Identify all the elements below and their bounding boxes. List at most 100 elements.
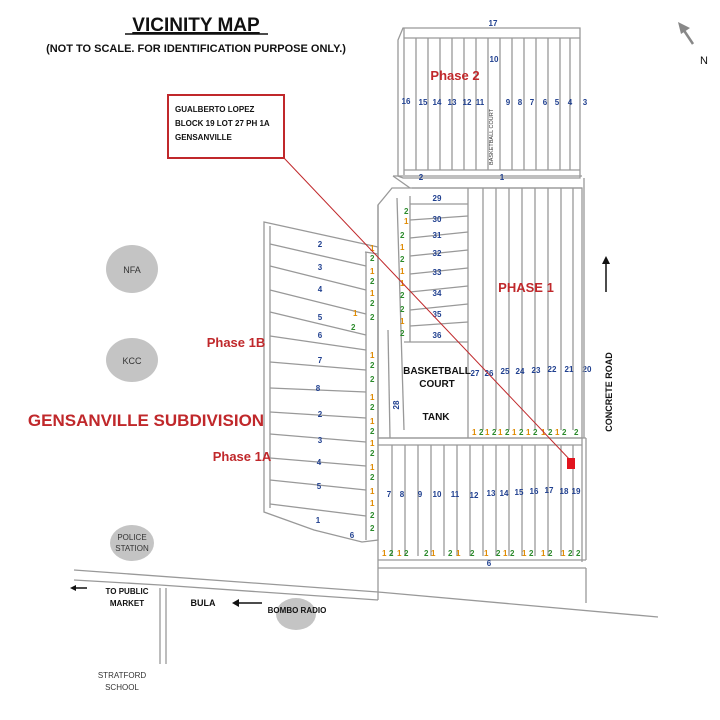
- svg-text:1: 1: [522, 549, 527, 558]
- bombo-radio-marker: [276, 598, 316, 630]
- svg-text:1: 1: [512, 428, 517, 437]
- svg-text:2: 2: [492, 428, 497, 437]
- svg-text:1: 1: [370, 439, 375, 448]
- svg-text:4: 4: [317, 458, 322, 467]
- svg-text:3: 3: [318, 436, 323, 445]
- block-27: 27: [471, 369, 480, 378]
- svg-text:1: 1: [541, 549, 546, 558]
- svg-text:10: 10: [433, 490, 442, 499]
- subdivision-label: GENSANVILLE SUBDIVISION: [28, 411, 264, 430]
- svg-text:1: 1: [485, 428, 490, 437]
- block-9: 9: [506, 98, 511, 107]
- svg-text:2: 2: [370, 473, 375, 482]
- svg-text:2: 2: [404, 549, 409, 558]
- police-label-line1: POLICE: [117, 533, 146, 542]
- stratford-line2: SCHOOL: [105, 683, 139, 692]
- svg-text:9: 9: [418, 490, 423, 499]
- svg-text:2: 2: [568, 549, 573, 558]
- svg-text:1: 1: [561, 549, 566, 558]
- svg-text:16: 16: [530, 487, 539, 496]
- bombo-radio-label: BOMBO RADIO: [268, 606, 327, 615]
- concrete-road-label: CONCRETE ROAD: [604, 352, 614, 432]
- svg-text:11: 11: [451, 490, 460, 499]
- basketball-court-small: BASKETBALL COURT: [489, 108, 495, 165]
- svg-text:19: 19: [572, 487, 581, 496]
- svg-text:2: 2: [370, 254, 375, 263]
- block-10: 10: [490, 55, 499, 64]
- svg-text:1: 1: [404, 217, 409, 226]
- svg-text:2: 2: [370, 427, 375, 436]
- concrete-road-arrow-icon: [602, 256, 610, 292]
- svg-text:2: 2: [370, 375, 375, 384]
- svg-text:1: 1: [370, 289, 375, 298]
- bottom-roads: [73, 178, 659, 664]
- svg-text:2: 2: [370, 449, 375, 458]
- svg-text:17: 17: [545, 486, 554, 495]
- svg-text:5: 5: [318, 313, 323, 322]
- block-20: 20: [583, 365, 592, 374]
- svg-text:1: 1: [370, 393, 375, 402]
- basketball-court-line1: BASKETBALL: [403, 366, 471, 377]
- block-17: 17: [489, 19, 498, 28]
- police-label-line2: STATION: [115, 544, 149, 553]
- svg-text:1: 1: [400, 243, 405, 252]
- svg-text:4: 4: [318, 285, 323, 294]
- phase1b-block-numbers: 2 3 4 5 6 7 8 2 3 4 5 1 6: [316, 240, 355, 540]
- svg-text:2: 2: [548, 428, 553, 437]
- svg-text:2: 2: [576, 549, 581, 558]
- svg-text:1: 1: [526, 428, 531, 437]
- block-11: 11: [476, 98, 485, 107]
- callout-line1: GUALBERTO LOPEZ: [175, 105, 255, 114]
- svg-text:6: 6: [350, 531, 355, 540]
- svg-text:2: 2: [562, 428, 567, 437]
- svg-text:2: 2: [529, 549, 534, 558]
- svg-text:1: 1: [431, 549, 436, 558]
- block-32: 32: [433, 249, 442, 258]
- svg-text:2: 2: [548, 549, 553, 558]
- svg-text:6: 6: [318, 331, 323, 340]
- callout-box: [167, 94, 285, 159]
- block-12: 12: [463, 98, 472, 107]
- svg-text:15: 15: [515, 488, 524, 497]
- block-22: 22: [548, 365, 557, 374]
- block-4: 4: [568, 98, 573, 107]
- svg-text:2: 2: [448, 549, 453, 558]
- svg-text:2: 2: [370, 511, 375, 520]
- basketball-court-line2: COURT: [419, 379, 455, 390]
- phase1-label: PHASE 1: [498, 280, 554, 295]
- block-35: 35: [433, 310, 442, 319]
- stratford-line1: STRATFORD: [98, 671, 147, 680]
- svg-text:2: 2: [505, 428, 510, 437]
- kcc-marker: [106, 338, 158, 382]
- svg-text:2: 2: [400, 329, 405, 338]
- phase1-block: [377, 187, 583, 439]
- block-33: 33: [433, 268, 442, 277]
- svg-text:2: 2: [351, 323, 356, 332]
- svg-text:2: 2: [404, 207, 409, 216]
- phase2-label: Phase 2: [430, 68, 479, 83]
- svg-text:8: 8: [316, 384, 321, 393]
- svg-text:1: 1: [370, 487, 375, 496]
- phase1a-label: Phase 1A: [213, 449, 272, 464]
- block-21: 21: [565, 365, 574, 374]
- phase1a-block: [378, 437, 586, 569]
- block-5: 5: [555, 98, 560, 107]
- svg-text:1: 1: [316, 516, 321, 525]
- svg-text:1: 1: [370, 463, 375, 472]
- block-29: 29: [433, 194, 442, 203]
- block-25: 25: [501, 367, 510, 376]
- block-16: 16: [402, 97, 411, 106]
- block-31: 31: [433, 231, 442, 240]
- phase1-lot-numbers: 1 2 1 2 1 2 1 2 1 2 1 2 1 2 2: [472, 428, 579, 437]
- svg-text:14: 14: [500, 489, 509, 498]
- to-market-arrow-icon: [70, 585, 87, 591]
- svg-text:1: 1: [498, 428, 503, 437]
- block-30: 30: [433, 215, 442, 224]
- svg-text:1: 1: [353, 309, 358, 318]
- svg-text:3: 3: [318, 263, 323, 272]
- callout-leader-line: [283, 157, 573, 463]
- svg-text:1: 1: [397, 549, 402, 558]
- block-14: 14: [433, 98, 442, 107]
- svg-text:2: 2: [574, 428, 579, 437]
